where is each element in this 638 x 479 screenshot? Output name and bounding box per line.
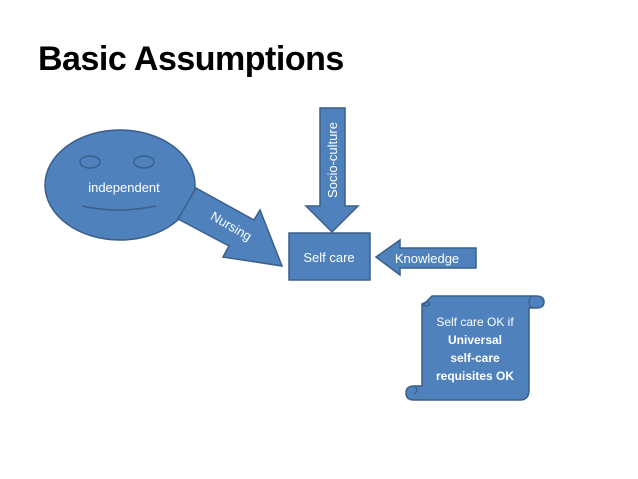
- knowledge-arrow-shape: [374, 238, 477, 277]
- right-eye: [133, 155, 155, 169]
- scroll-line-4: requisites OK: [436, 369, 514, 383]
- scroll-body: [405, 295, 545, 401]
- slide-title: Basic Assumptions: [38, 40, 344, 78]
- scroll-left-curl: [421, 301, 431, 307]
- scroll-line-2: Universal: [448, 333, 502, 347]
- mouth: [81, 205, 157, 211]
- self-care-box: Self care: [288, 232, 371, 281]
- scroll-line-1: Self care OK if: [436, 315, 514, 329]
- nursing-arrow-shape: [176, 186, 284, 267]
- scroll-shape: Self care OK if Universal self-care requ…: [405, 295, 545, 401]
- scroll-line-3: self-care: [450, 351, 500, 365]
- knowledge-arrow: Knowledge: [374, 238, 477, 277]
- socio-culture-arrow-shape: [304, 107, 360, 234]
- smiley-face: independent: [44, 129, 196, 241]
- socio-culture-arrow: Socio-culture: [304, 107, 360, 234]
- scroll-bottom-curl: [413, 385, 418, 395]
- socio-culture-label: Socio-culture: [325, 122, 340, 198]
- self-care-rect: [288, 232, 371, 281]
- nursing-arrow: Nursing: [176, 186, 284, 267]
- self-care-label: Self care: [303, 250, 354, 265]
- knowledge-label: Knowledge: [395, 251, 459, 266]
- face-label: independent: [88, 180, 160, 195]
- scroll-top-curl: [528, 295, 533, 309]
- left-eye: [79, 155, 101, 169]
